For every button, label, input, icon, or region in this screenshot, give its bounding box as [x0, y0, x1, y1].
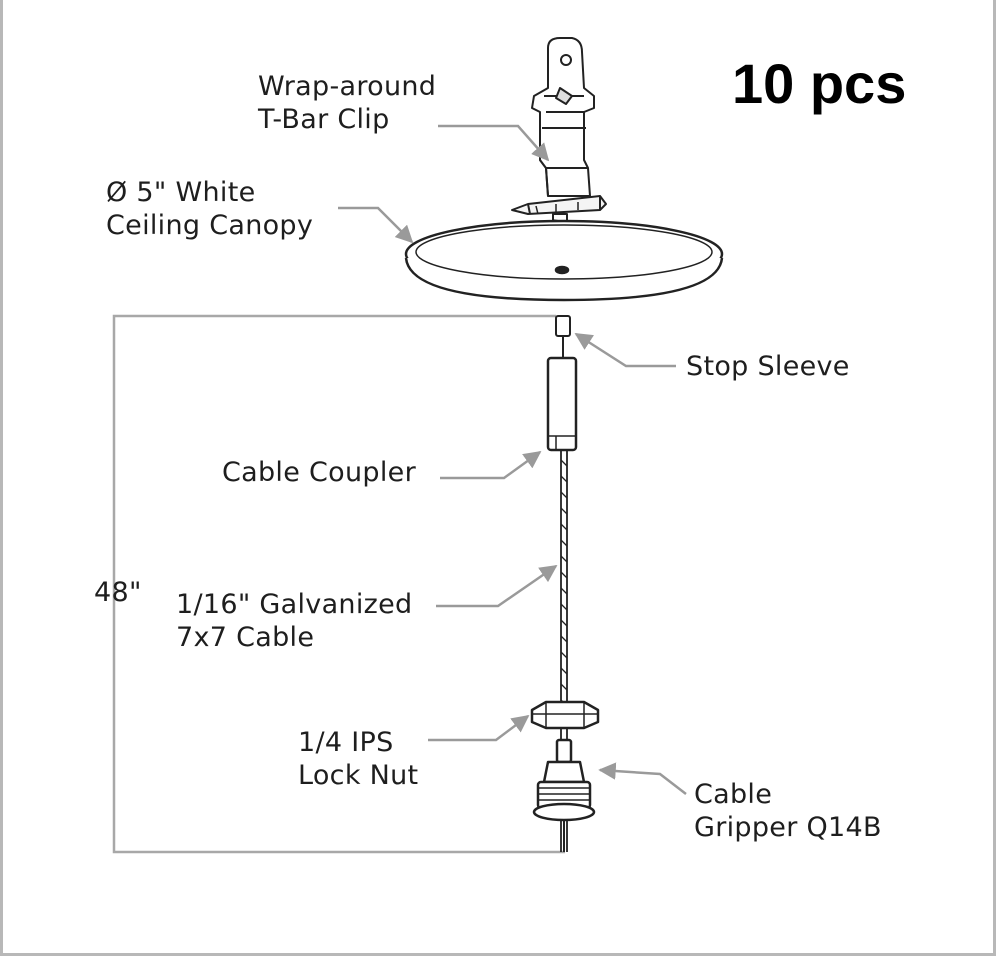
cable-coupler [546, 356, 578, 452]
label-line: Cable [694, 779, 773, 810]
leader-cable-coupler [440, 450, 542, 480]
cable-gripper [532, 738, 596, 852]
quantity-label: 10 pcs [732, 52, 907, 115]
label-line: 1/16" Galvanized [176, 589, 413, 620]
label-line: T-Bar Clip [258, 104, 390, 135]
label-line: Lock Nut [298, 760, 419, 791]
label-tbar-clip: Wrap-around T-Bar Clip [258, 70, 436, 136]
leader-canopy [338, 206, 414, 244]
label-line: Cable Coupler [222, 457, 416, 488]
label-cable: 1/16" Galvanized 7x7 Cable [176, 588, 412, 654]
leader-lines [338, 124, 687, 795]
label-line: Stop Sleeve [686, 351, 850, 382]
leader-cable [436, 564, 558, 608]
lock-nut [530, 700, 600, 730]
label-line: Ø 5" White [106, 177, 256, 208]
leader-lock-nut [428, 714, 530, 742]
label-line: Ceiling Canopy [106, 210, 314, 241]
label-line: Gripper Q14B [694, 812, 882, 843]
leader-gripper [598, 762, 687, 795]
label-line: 1/4 IPS [298, 727, 394, 758]
label-cable-coupler: Cable Coupler [222, 456, 416, 489]
leader-tbar-clip [438, 124, 550, 162]
label-stop-sleeve: Stop Sleeve [686, 350, 850, 383]
label-line: Wrap-around [258, 71, 437, 102]
label-gripper: Cable Gripper Q14B [694, 778, 882, 844]
ceiling-canopy [404, 219, 724, 302]
tbar-clip [511, 37, 607, 247]
stop-sleeve [555, 315, 571, 358]
label-lock-nut: 1/4 IPS Lock Nut [298, 726, 418, 792]
label-line: 7x7 Cable [176, 622, 315, 653]
leader-stop-sleeve [574, 332, 676, 368]
label-canopy: Ø 5" White Ceiling Canopy [106, 176, 313, 242]
dimension-label: 48" [94, 577, 142, 608]
dimension-bracket [112, 314, 565, 854]
